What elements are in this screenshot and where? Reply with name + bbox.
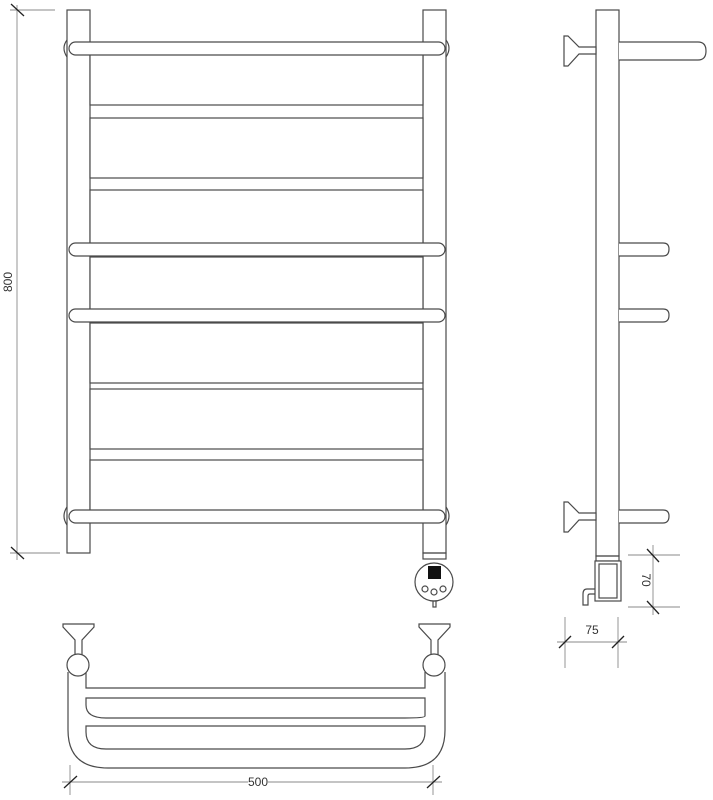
dimension-width-label: 500 bbox=[248, 775, 268, 789]
mount-ball-right bbox=[422, 653, 446, 677]
heater-cable bbox=[432, 600, 437, 608]
shelf-bar-2 bbox=[85, 725, 426, 750]
dimension-heater-height: 70 bbox=[628, 545, 680, 615]
dimension-height: 800 bbox=[1, 3, 60, 560]
heater-button-3 bbox=[439, 585, 447, 593]
heater-button-2 bbox=[430, 588, 438, 596]
mount-ball-left bbox=[66, 653, 90, 677]
dimension-heater-depth: 75 bbox=[557, 617, 627, 668]
left-upright bbox=[66, 9, 91, 554]
wall-flange-left bbox=[62, 623, 95, 656]
side-heater bbox=[582, 555, 622, 606]
side-upright bbox=[595, 9, 620, 557]
side-arm-top bbox=[619, 41, 707, 61]
right-upright bbox=[422, 9, 447, 554]
wall-flange-right bbox=[418, 623, 451, 656]
side-wall-mount-bottom bbox=[563, 501, 597, 533]
front-view: 800 bbox=[1, 3, 454, 608]
dimension-heater-height-label: 70 bbox=[639, 573, 653, 587]
heater-button-1 bbox=[421, 585, 429, 593]
heater-collar bbox=[422, 552, 447, 560]
outer-frame bbox=[67, 672, 446, 769]
dimension-height-label: 800 bbox=[1, 272, 15, 292]
side-heater-cable bbox=[582, 588, 595, 606]
top-view: 500 bbox=[62, 623, 451, 795]
dimension-heater-depth-label: 75 bbox=[585, 623, 599, 637]
rungs bbox=[89, 44, 424, 521]
heater-detail bbox=[414, 562, 454, 608]
side-arm-3 bbox=[619, 308, 670, 323]
side-wall-mount-top bbox=[563, 35, 597, 67]
heater-display-icon bbox=[428, 566, 441, 579]
towel-bars bbox=[68, 41, 446, 524]
side-view: 70 75 bbox=[557, 9, 707, 668]
side-arm-2 bbox=[619, 242, 670, 257]
side-arm-bottom bbox=[619, 509, 670, 524]
shelf-bar-1 bbox=[85, 697, 426, 719]
dimension-width: 500 bbox=[62, 765, 442, 795]
